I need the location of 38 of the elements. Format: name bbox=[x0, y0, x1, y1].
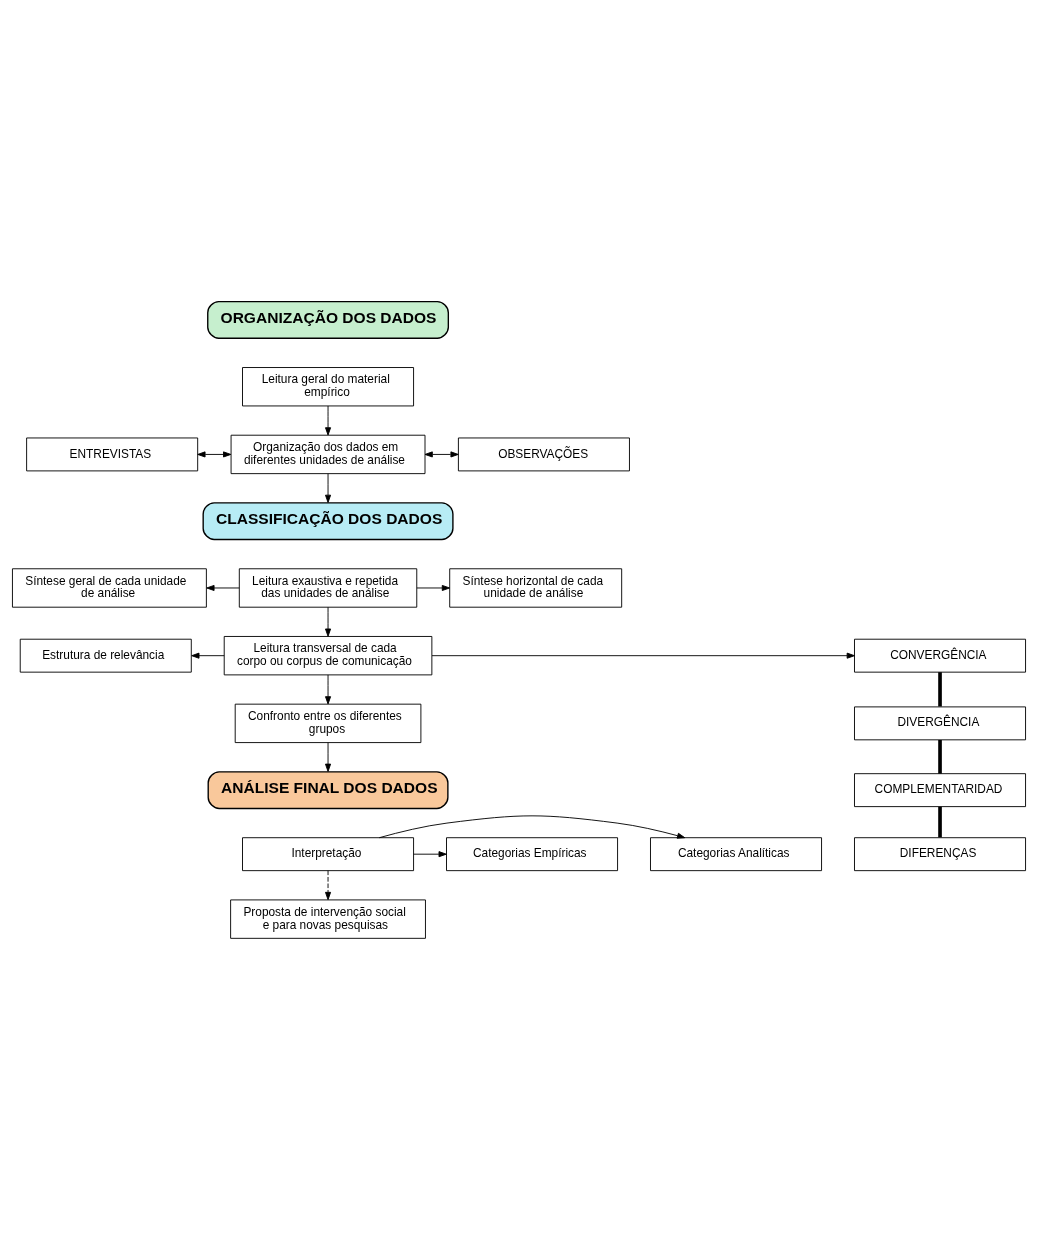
node-box: ANÁLISE FINAL DOS DADOS bbox=[207, 771, 449, 810]
arrow bbox=[191, 652, 225, 659]
arrow bbox=[416, 584, 451, 591]
node-box: ORGANIZAÇÃO DOS DADOS bbox=[207, 300, 449, 339]
node-box: OBSERVAÇÕES bbox=[457, 437, 630, 472]
node-box: Organização dos dados em diferentes unidades de análise bbox=[230, 434, 426, 475]
arrow bbox=[325, 870, 332, 901]
arrow bbox=[206, 584, 240, 591]
node-box: DIVERGÊNCIA bbox=[854, 706, 1026, 741]
arrow bbox=[431, 652, 855, 659]
arrow bbox=[325, 742, 332, 772]
node-box: Síntese geral de cada unidade de análise bbox=[12, 568, 207, 608]
connector bbox=[938, 740, 942, 774]
arrow bbox=[325, 674, 332, 705]
node-box: CONVERGÊNCIA bbox=[854, 638, 1026, 673]
node-box: Leitura transversal de cada corpo ou corpus de comunicação bbox=[223, 636, 433, 676]
node-box: COMPLEMENTARIDAD bbox=[854, 773, 1026, 808]
node-box: CLASSIFICAÇÃO DOS DADOS bbox=[202, 502, 454, 541]
node-box: Leitura exaustiva e repetida das unidades de análise bbox=[238, 568, 418, 608]
node-box: Confronto entre os diferentes grupos bbox=[234, 703, 422, 744]
node-box: ENTREVISTAS bbox=[26, 437, 199, 472]
arrow bbox=[325, 405, 332, 436]
node-box: Leitura geral do material empírico bbox=[242, 367, 415, 407]
node-box: Interpretação bbox=[242, 837, 415, 872]
connector bbox=[938, 806, 942, 838]
connector bbox=[938, 672, 942, 707]
node-box: DIFERENÇAS bbox=[854, 837, 1026, 872]
arrow bbox=[424, 451, 459, 458]
arrow bbox=[378, 815, 686, 839]
node-box: Proposta de intervenção social e para novas pesquisas bbox=[230, 899, 426, 939]
node-box: Categorias Analíticas bbox=[650, 837, 822, 872]
node-box: Categorias Empíricas bbox=[446, 837, 619, 872]
arrow bbox=[197, 451, 232, 458]
arrow bbox=[325, 473, 332, 503]
arrow bbox=[413, 851, 447, 858]
node-box: Estrutura de relevância bbox=[19, 638, 192, 673]
node-box: Síntese horizontal de cada unidade de análise bbox=[449, 568, 623, 608]
arrow bbox=[325, 606, 332, 637]
